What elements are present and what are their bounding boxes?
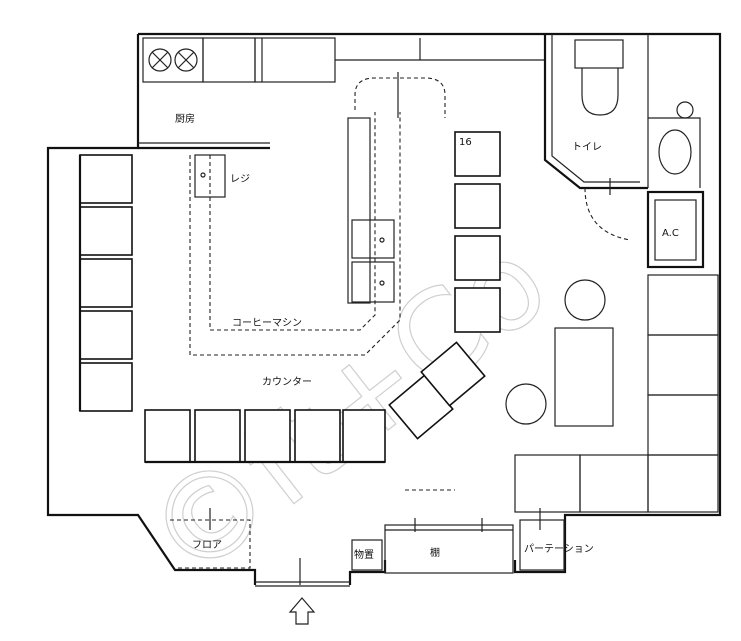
toilet-label: トイレ: [572, 142, 602, 153]
toilet-area: トイレ: [543, 34, 701, 241]
kitchen-label: 厨房: [175, 112, 195, 125]
seat-number: 16: [459, 137, 472, 148]
partition-label: パーテーション: [524, 543, 594, 555]
storage-label: 物置: [354, 548, 374, 561]
ac-unit: A.C: [646, 190, 705, 269]
counter-label: カウンター: [262, 376, 312, 388]
bar-counter: レジ コーヒーマシン カウンター: [189, 112, 401, 388]
bottom-seating: [144, 409, 386, 464]
floor-label: フロア: [192, 540, 222, 551]
ac-label: A.C: [662, 228, 679, 239]
left-seating: [78, 154, 133, 412]
center-seating: 16: [454, 131, 501, 333]
diagonal-seating: [388, 341, 486, 440]
right-bench: [514, 274, 719, 513]
kitchen-area: 厨房: [138, 37, 545, 150]
coffee-machine-label: コーヒーマシン: [232, 317, 302, 329]
tables: [505, 279, 614, 427]
register-label: レジ: [230, 174, 250, 185]
entrance-arrow-icon: [288, 597, 316, 625]
shelf-label: 棚: [430, 546, 440, 559]
entrance-area: フロア 棚 物置 パーテーション: [170, 489, 594, 585]
outer-walls: [46, 32, 722, 587]
arched-door: [354, 72, 446, 118]
